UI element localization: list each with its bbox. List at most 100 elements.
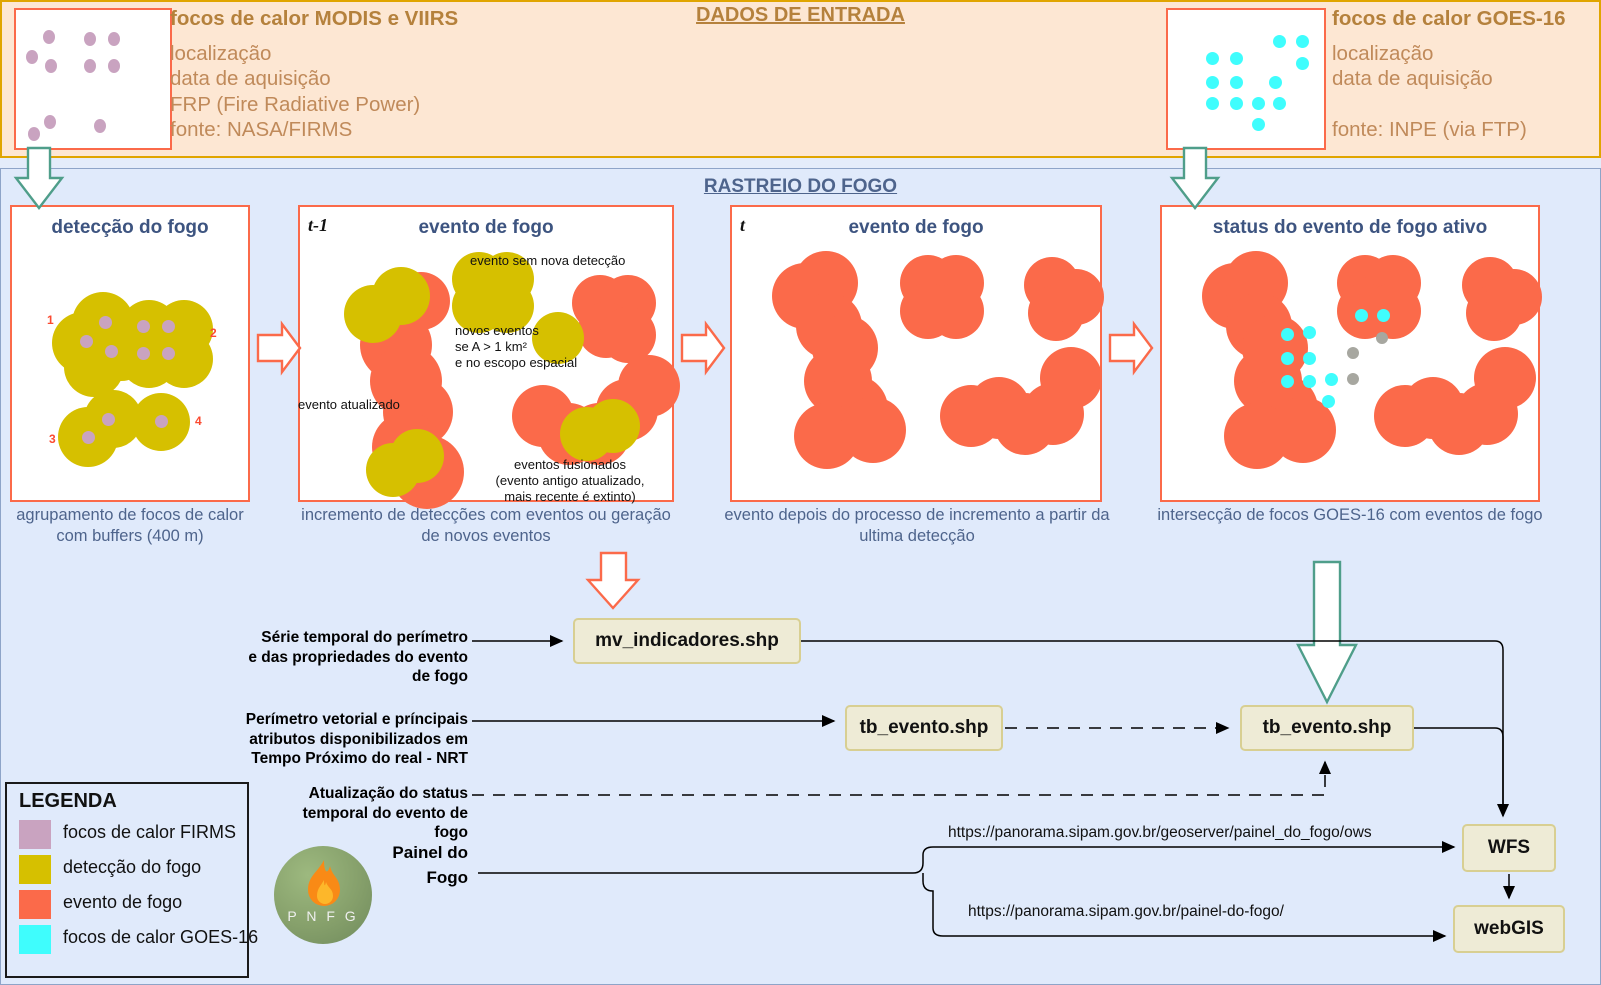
legend-swatch-firms — [19, 820, 51, 849]
input-data-title: DADOS DE ENTRADA — [696, 4, 905, 26]
legend-swatch-goes — [19, 925, 51, 954]
doc-mv-indicadores[interactable]: mv_indicadores.shp — [573, 618, 801, 664]
firms-dot — [108, 32, 120, 46]
annotation-merged-line3: mais recente é extinto) — [504, 489, 636, 504]
cluster-number-3: 3 — [49, 432, 56, 446]
flow-label-2-line3: Tempo Próximo do real - NRT — [251, 750, 468, 767]
panel-1-caption: agrupamento de focos de calor com buffer… — [16, 506, 244, 545]
input-data-section — [0, 0, 1601, 158]
flow-label-1-line2: e das propriedades do evento — [248, 648, 468, 666]
goes-dot — [1355, 309, 1368, 322]
annotation-no-new-detection: evento sem nova detecção — [470, 253, 626, 268]
url-webgis[interactable]: https://panorama.sipam.gov.br/painel-do-… — [968, 903, 1284, 920]
doc-wfs-label: WFS — [1487, 837, 1531, 858]
goes-dot — [1281, 375, 1294, 388]
modis-viirs-line-2: data de aquisição — [170, 67, 331, 90]
firms-dot — [99, 316, 112, 329]
goes16-line-4: fonte: INPE (via FTP) — [1332, 118, 1527, 141]
firms-dot — [94, 119, 106, 133]
doc-tb-evento-right-label: tb_evento.shp — [1262, 717, 1392, 738]
modis-viirs-thumbnail — [14, 8, 172, 150]
firms-dot — [162, 347, 175, 360]
firms-dot — [45, 59, 57, 73]
inactive-dot — [1376, 332, 1388, 344]
firms-dot — [26, 50, 38, 64]
url-wfs[interactable]: https://panorama.sipam.gov.br/geoserver/… — [948, 824, 1372, 841]
goes-dot — [1322, 395, 1335, 408]
goes-dot — [1296, 35, 1309, 48]
flow-label-3-line1: Atualização do status — [308, 785, 468, 802]
panel-3-title: evento de fogo — [848, 217, 984, 238]
annotation-new-events-line2: se A > 1 km² — [455, 339, 527, 354]
panel-2-caption: incremento de detecções com eventos ou g… — [301, 506, 671, 545]
panel-fire-event-t: t evento de fogo — [730, 205, 1104, 502]
legend-swatch-detection — [19, 855, 51, 884]
annotation-new-events-line3: e no escopo espacial — [455, 355, 578, 370]
goes-dot — [1230, 76, 1243, 89]
legend-label-detection: detecção do fogo — [63, 857, 202, 877]
panel-3-caption: evento depois do processo de incremento … — [724, 506, 1110, 545]
annotation-new-events-line1: novos eventos — [455, 323, 539, 338]
firms-dot — [155, 415, 168, 428]
goes-dot — [1303, 375, 1316, 388]
flow-label-4-line1: Painel do — [392, 843, 468, 862]
panel-3-time-label: t — [740, 215, 746, 235]
goes16-line-1: localização — [1332, 42, 1434, 65]
goes-dot — [1230, 52, 1243, 65]
goes-dot — [1281, 328, 1294, 341]
goes16-thumbnail — [1166, 8, 1326, 150]
doc-webgis[interactable]: webGIS — [1453, 905, 1565, 953]
goes-dot — [1303, 326, 1316, 339]
goes-dot — [1296, 57, 1309, 70]
firms-dot — [82, 431, 95, 444]
goes-dot — [1206, 97, 1219, 110]
flow-label-1-line1: Série temporal do perímetro — [261, 629, 468, 646]
legend-box: LEGENDA focos de calor FIRMS detecção do… — [5, 782, 258, 978]
doc-webgis-label: webGIS — [1474, 918, 1544, 939]
firms-dot — [105, 345, 118, 358]
legend-title: LEGENDA — [19, 790, 117, 812]
panel-4-title: status do evento de fogo ativo — [1212, 217, 1488, 238]
annotation-merged-line2: (evento antigo atualizado, — [495, 473, 645, 488]
goes-dot — [1206, 76, 1219, 89]
goes16-heading: focos de calor GOES-16 — [1332, 7, 1566, 30]
goes-dot — [1252, 118, 1265, 131]
firms-dot — [137, 347, 150, 360]
pnfg-logo: P N F G — [274, 846, 372, 944]
flow-label-3-line3: fogo — [434, 824, 468, 841]
firms-dot — [162, 320, 175, 333]
doc-tb-evento-right[interactable]: tb_evento.shp — [1240, 705, 1414, 751]
panel-1-title: detecção do fogo — [51, 217, 209, 238]
goes-dot — [1377, 309, 1390, 322]
goes-dot — [1230, 97, 1243, 110]
goes-dot — [1252, 97, 1265, 110]
legend-label-event: evento de fogo — [63, 892, 183, 912]
legend-swatch-event — [19, 890, 51, 919]
goes-dot — [1273, 97, 1286, 110]
panel-fire-event-t-minus-1: t-1 evento de fogo — [298, 205, 680, 509]
doc-tb-evento-left[interactable]: tb_evento.shp — [845, 705, 1003, 751]
pnfg-acronym: P N F G — [287, 908, 359, 924]
firms-dot — [44, 115, 56, 129]
modis-viirs-heading: focos de calor MODIS e VIIRS — [170, 7, 459, 30]
panel-4-caption: intersecção de focos GOES-16 com eventos… — [1157, 506, 1543, 524]
firms-dot — [102, 413, 115, 426]
legend-label-firms: focos de calor FIRMS — [63, 822, 237, 842]
goes-dot — [1206, 52, 1219, 65]
cluster-number-2: 2 — [210, 326, 217, 340]
annotation-updated-event: evento atualizado — [298, 397, 400, 412]
doc-tb-evento-left-label: tb_evento.shp — [859, 717, 989, 738]
inactive-dot — [1347, 347, 1359, 359]
inactive-dot — [1347, 373, 1359, 385]
goes-dot — [1269, 76, 1282, 89]
firms-dot — [84, 32, 96, 46]
firms-dot — [28, 127, 40, 141]
doc-wfs[interactable]: WFS — [1462, 824, 1556, 872]
modis-viirs-line-3: FRP (Fire Radiative Power) — [170, 93, 421, 116]
cluster-number-1: 1 — [47, 313, 54, 327]
firms-dot — [80, 335, 93, 348]
flow-label-3-line2: temporal do evento de — [302, 804, 468, 822]
goes-dot — [1273, 35, 1286, 48]
doc-mv-indicadores-label: mv_indicadores.shp — [595, 630, 779, 651]
